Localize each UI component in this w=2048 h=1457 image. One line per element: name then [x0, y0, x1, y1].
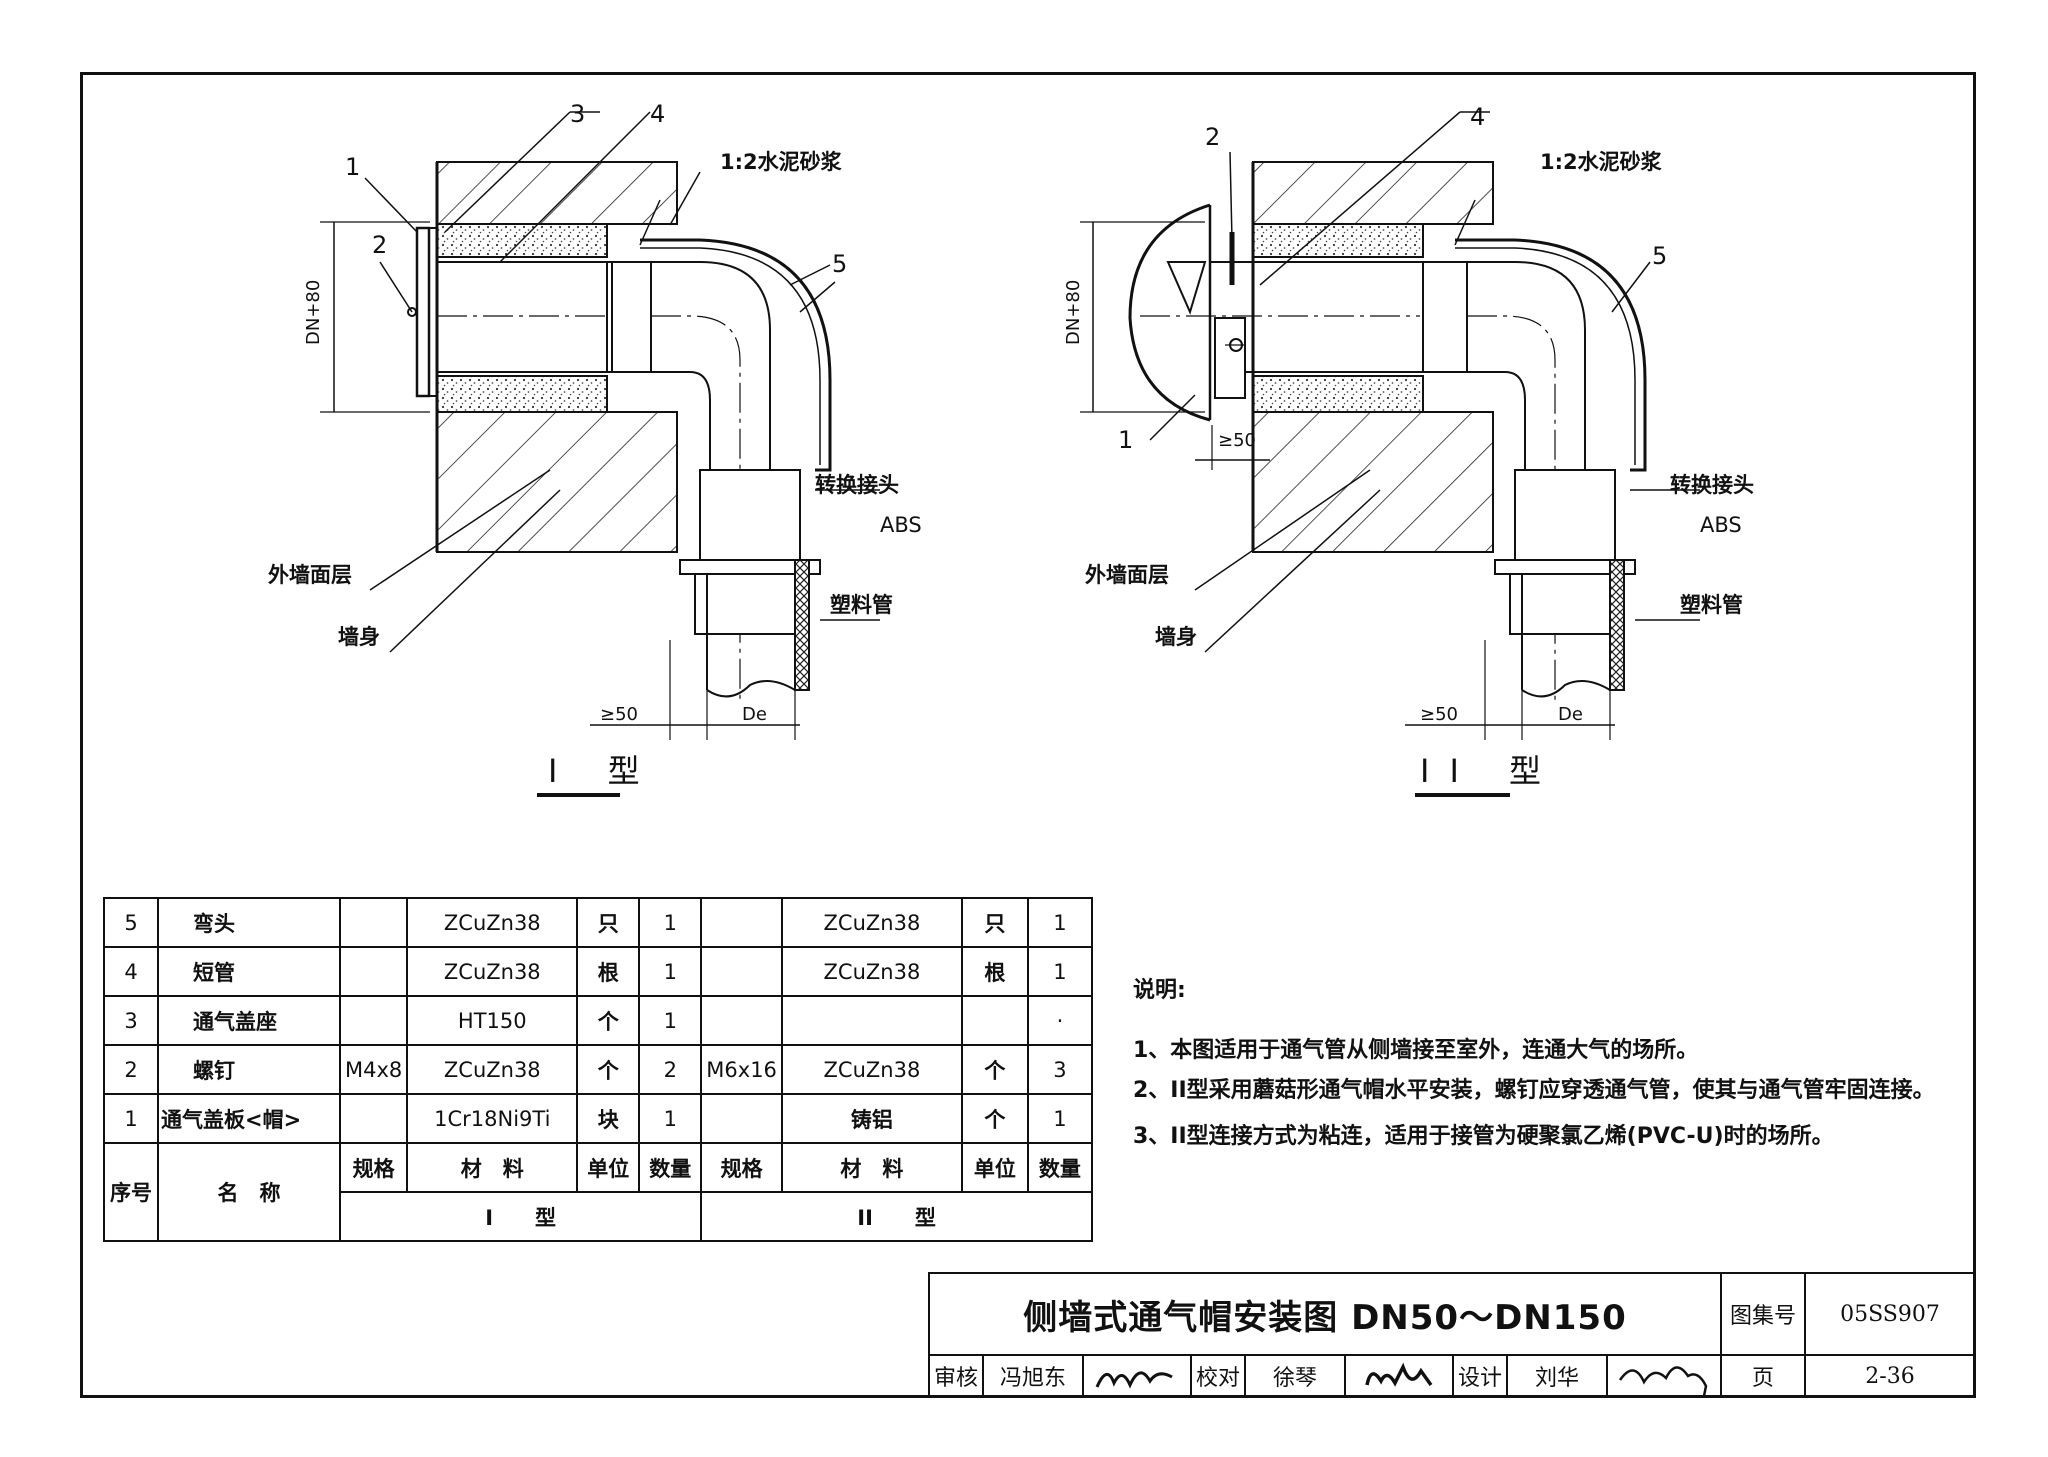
- type1-callout-4: 4: [650, 100, 666, 128]
- table-header-row: I 型 II 型: [104, 1191, 1093, 1242]
- type2-dim-de: De: [1558, 704, 1583, 725]
- header-spec1: 规格: [338, 1142, 409, 1193]
- type2-adapter-material: ABS: [1700, 513, 1742, 537]
- checker-name: 徐琴: [1244, 1354, 1346, 1398]
- wall-upper: [436, 161, 678, 225]
- checker-signature: [1344, 1354, 1454, 1398]
- title-block: 侧墙式通气帽安装图 DN50～DN150 图集号 05SS907 审核 冯旭东 …: [928, 1272, 1976, 1398]
- type2-wall-body-label: 墙身: [1155, 625, 1197, 649]
- type2-adapter-label: 转换接头: [1670, 473, 1754, 497]
- type1-mortar-label: 1:2水泥砂浆: [720, 150, 842, 174]
- type1-wall-finish-label: 外墙面层: [268, 563, 352, 587]
- review-label: 审核: [928, 1354, 984, 1398]
- type1-dim-gap: ≥50: [600, 704, 638, 725]
- header-name: 名 称: [157, 1142, 341, 1242]
- drawing-title: 侧墙式通气帽安装图 DN50～DN150: [928, 1272, 1722, 1356]
- wall-lower: [436, 411, 678, 553]
- type2-callout-5: 5: [1652, 242, 1668, 270]
- type1-adapter-label: 转换接头: [815, 473, 899, 497]
- note-1: 1、本图适用于通气管从侧墙接至室外，连通大气的场所。: [1133, 1038, 1699, 1063]
- type1-dim-height: DN+80: [303, 279, 324, 345]
- type2-callout-4: 4: [1470, 103, 1486, 131]
- type2-dim-gap-side: ≥50: [1218, 430, 1256, 451]
- type1-callout-2: 2: [372, 231, 388, 259]
- header-unit2: 单位: [960, 1142, 1029, 1193]
- header-spec2: 规格: [700, 1142, 783, 1193]
- header-unit1: 单位: [576, 1142, 641, 1193]
- header-type2: II 型: [700, 1191, 1093, 1242]
- header-mat2: 材 料: [780, 1142, 963, 1193]
- type1-drawing: [320, 111, 880, 797]
- table-row: 5 弯头 ZCuZn38 只 1 ZCuZn38 只 1: [103, 897, 1093, 948]
- type1-callout-5: 5: [832, 250, 848, 278]
- table-row: 3 通气盖座 HT150 个 1 ·: [103, 995, 1093, 1046]
- header-mat1: 材 料: [406, 1142, 579, 1193]
- type2-caption: II 型: [1420, 752, 1562, 790]
- type1-plastic-pipe-label: 塑料管: [830, 593, 893, 617]
- note-2: 2、II型采用蘑菇形通气帽水平安装，螺钉应穿透通气管，使其与通气管牢固连接。: [1133, 1078, 1935, 1103]
- header-type1: I 型: [338, 1191, 703, 1242]
- table-header-row: 序号 名 称 规格 材 料 单位 数量 规格 材 料 单位 数量: [103, 1142, 1093, 1242]
- atlas-number: 05SS907: [1804, 1272, 1976, 1356]
- page-label: 页: [1720, 1354, 1806, 1398]
- notes-title: 说明:: [1133, 978, 1186, 1003]
- type2-callout-2: 2: [1205, 123, 1221, 151]
- table-row: 1 通气盖板<帽> 1Cr18Ni9Ti 块 1 铸铝 个 1: [103, 1093, 1093, 1144]
- type2-wall-finish-label: 外墙面层: [1085, 563, 1169, 587]
- type2-drawing: [1080, 111, 1700, 797]
- designer-name: 刘华: [1506, 1354, 1608, 1398]
- design-label: 设计: [1452, 1354, 1508, 1398]
- type2-plastic-pipe-label: 塑料管: [1680, 593, 1743, 617]
- designer-signature: [1606, 1354, 1722, 1398]
- type2-callout-1: 1: [1118, 426, 1134, 454]
- bill-of-materials-table: 5 弯头 ZCuZn38 只 1 ZCuZn38 只 1 4 短管 ZCuZn3…: [103, 897, 1093, 1242]
- reviewer-name: 冯旭东: [982, 1354, 1084, 1398]
- reviewer-signature: [1082, 1354, 1192, 1398]
- header-qty2: 数量: [1026, 1142, 1093, 1193]
- header-no: 序号: [103, 1142, 159, 1242]
- page-number: 2-36: [1804, 1354, 1976, 1398]
- table-row: 2 螺钉 M4x8 ZCuZn38 个 2 M6x16 ZCuZn38 个 3: [103, 1044, 1093, 1095]
- cover-plate: [415, 226, 431, 398]
- type1-adapter-material: ABS: [880, 513, 922, 537]
- type2-dim-height: DN+80: [1063, 279, 1084, 345]
- table-row: 4 短管 ZCuZn38 根 1 ZCuZn38 根 1: [103, 946, 1093, 997]
- mortar-lower: [436, 375, 608, 413]
- header-qty1: 数量: [638, 1142, 703, 1193]
- type1-callout-3: 3: [570, 100, 586, 128]
- type1-wall-body-label: 墙身: [338, 625, 380, 649]
- note-3: 3、II型连接方式为粘连，适用于接管为硬聚氯乙烯(PVC-U)时的场所。: [1133, 1124, 1834, 1149]
- type2-mortar-label: 1:2水泥砂浆: [1540, 150, 1662, 174]
- type1-callout-1: 1: [345, 153, 361, 181]
- type1-dim-de: De: [742, 704, 767, 725]
- type1-caption: I 型: [548, 752, 660, 790]
- atlas-label: 图集号: [1720, 1272, 1806, 1356]
- type2-dim-gap: ≥50: [1420, 704, 1458, 725]
- check-label: 校对: [1190, 1354, 1246, 1398]
